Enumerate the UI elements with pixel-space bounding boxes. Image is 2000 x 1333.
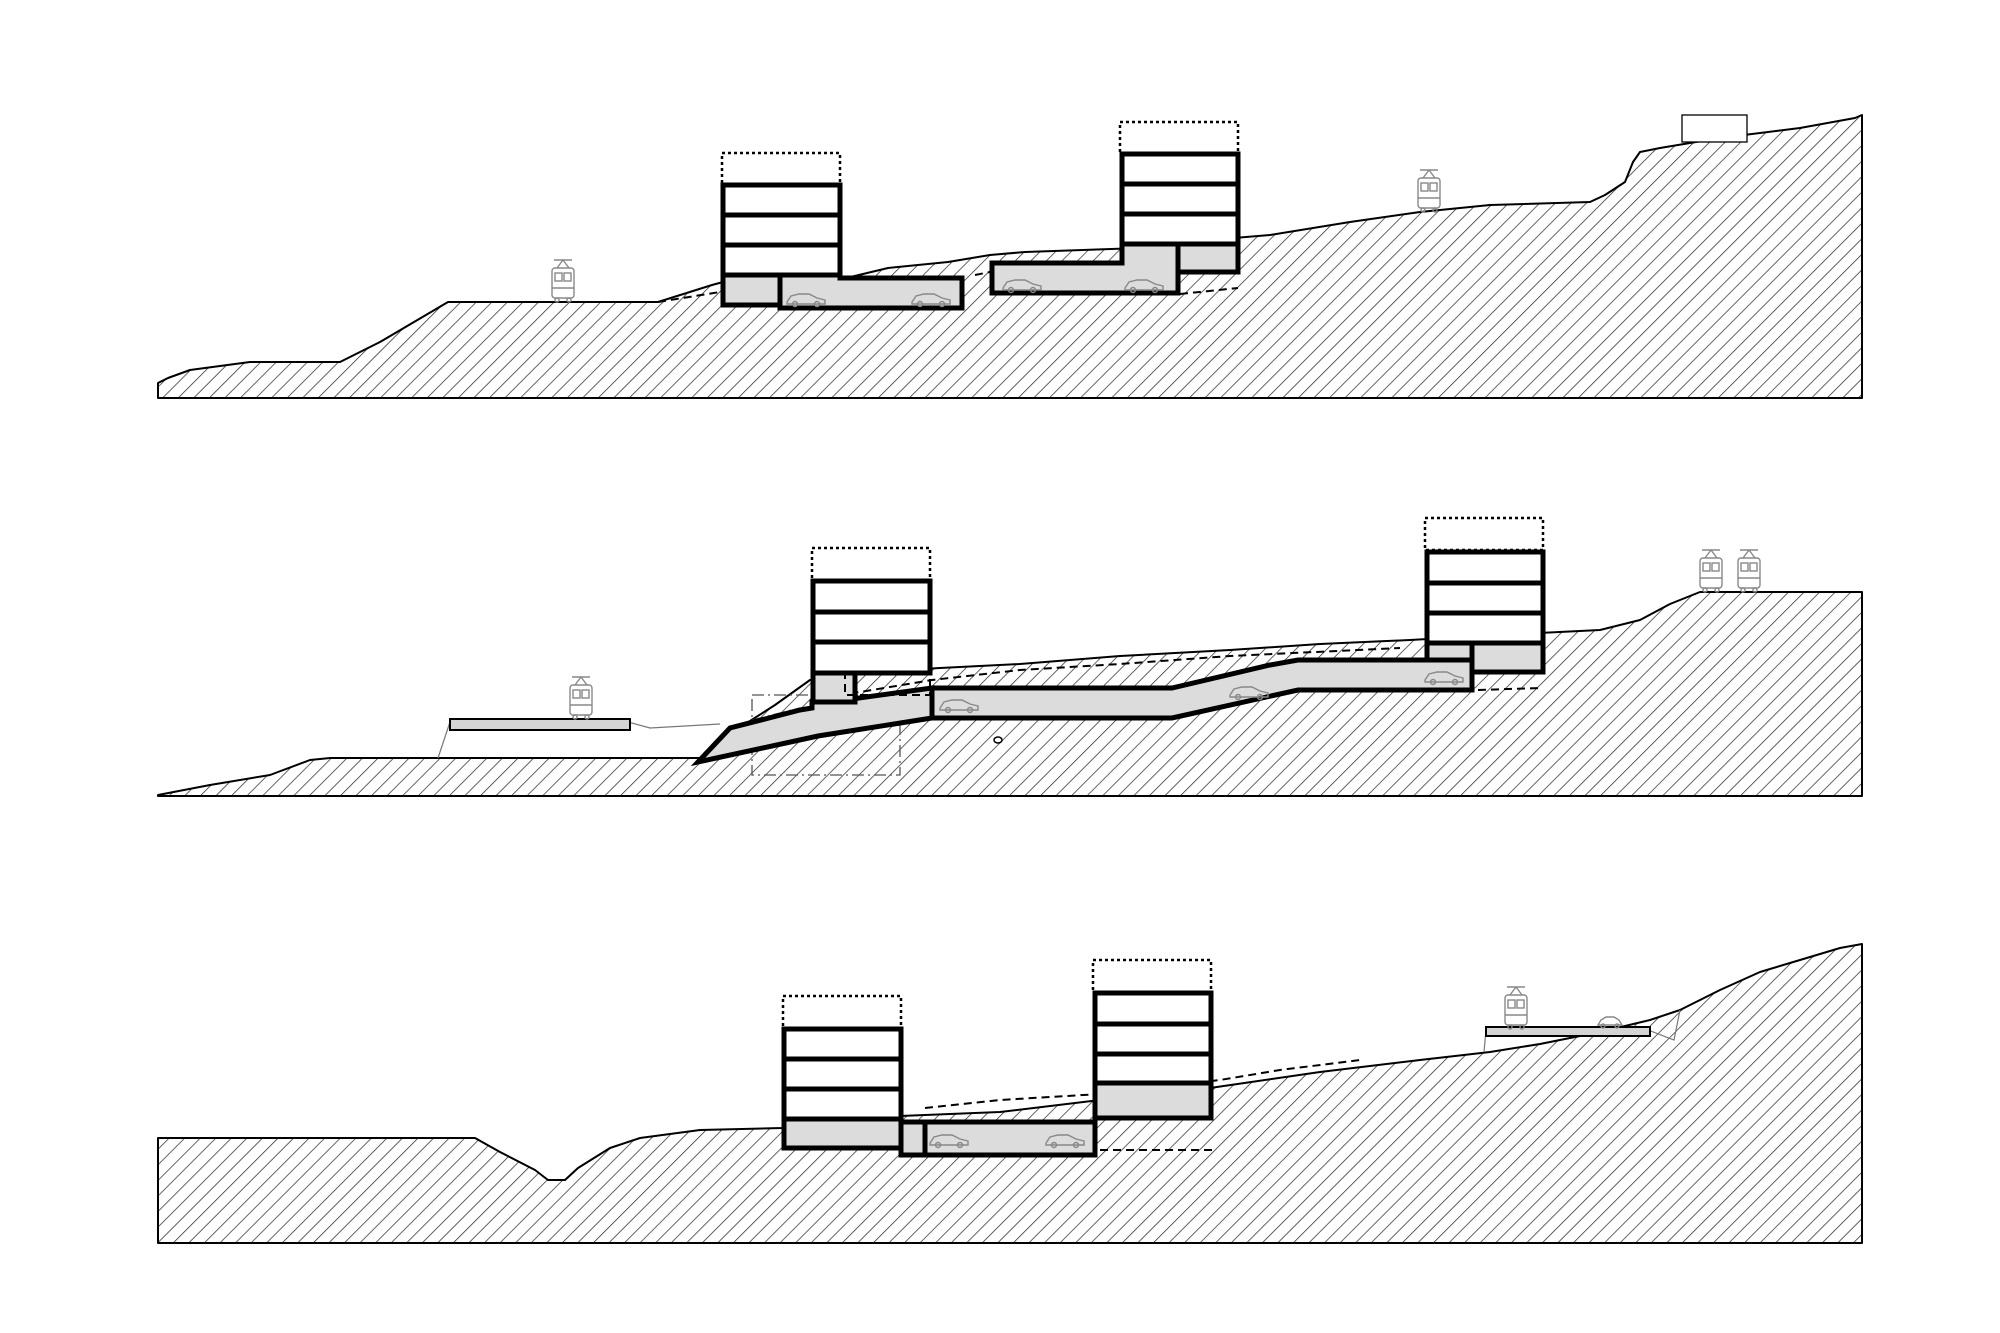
section-2	[157, 516, 1863, 797]
building-right-upper	[1424, 549, 1546, 646]
basement-left	[781, 1116, 904, 1151]
tram-icon	[551, 259, 575, 303]
building-left-upper	[781, 1026, 904, 1122]
car-icon	[1596, 1016, 1624, 1029]
terrain-3	[157, 943, 1863, 1244]
tram-platform	[1485, 1026, 1651, 1037]
drain-pipe	[993, 736, 1003, 744]
terrain-1	[157, 114, 1863, 399]
tram-platform	[449, 718, 631, 731]
parking-left	[720, 272, 965, 311]
parking-deck	[898, 1119, 1098, 1158]
basement-right	[1092, 1080, 1214, 1121]
surface-structure	[1681, 114, 1748, 143]
building-right-upper	[1119, 151, 1241, 247]
building-left-upper	[720, 182, 843, 278]
tram-icon	[1417, 169, 1441, 213]
tram-icon	[569, 676, 593, 720]
tram-icon	[1737, 549, 1761, 593]
basement-right	[1469, 640, 1546, 675]
tram-icon	[1504, 986, 1528, 1030]
building-right-upper	[1092, 990, 1214, 1086]
building-left-upper	[810, 578, 933, 676]
section-3	[157, 943, 1863, 1244]
section-1	[157, 114, 1863, 399]
tram-icon	[1699, 549, 1723, 593]
